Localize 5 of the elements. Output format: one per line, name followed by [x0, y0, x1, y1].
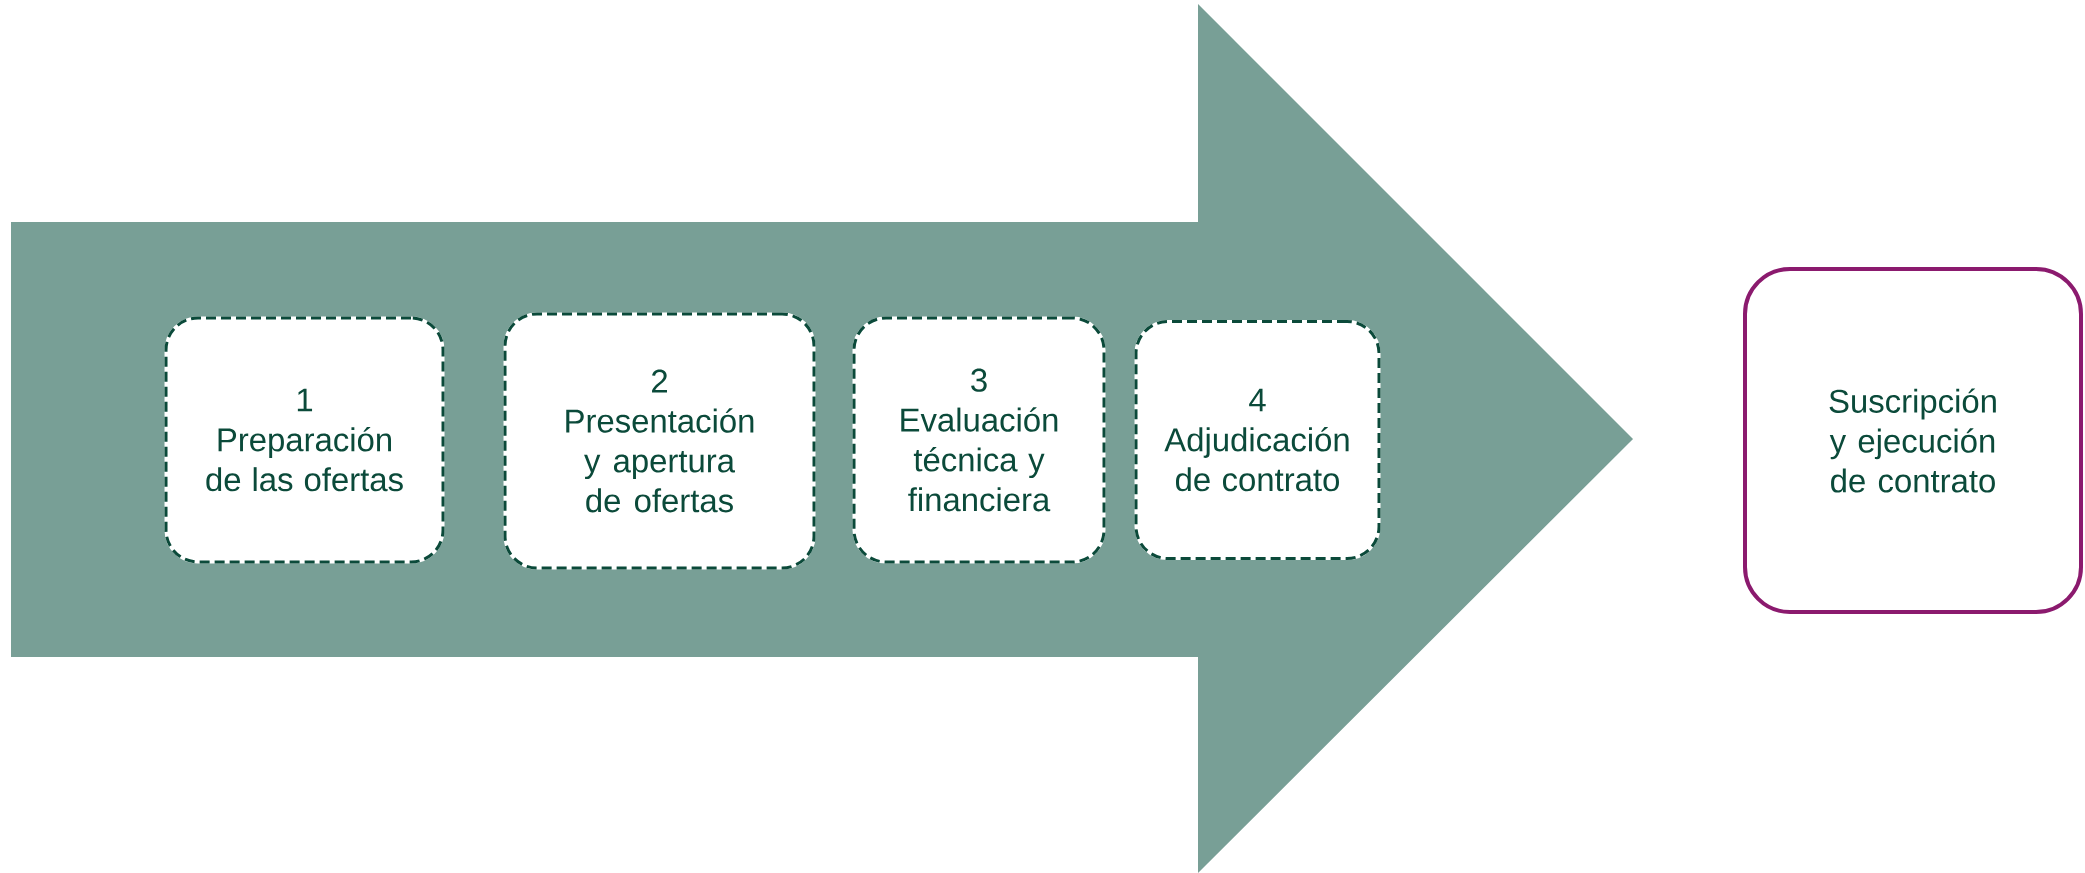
- stage-box: Suscripción y ejecución de contrato: [1743, 267, 2083, 614]
- step-box: 4 Adjudicación de contrato: [1134, 320, 1381, 560]
- step-box: 1 Preparación de las ofertas: [164, 316, 445, 564]
- step-box: 3 Evaluación técnica y financiera: [852, 316, 1106, 564]
- step-box: 2 Presentación y apertura de ofertas: [503, 312, 816, 570]
